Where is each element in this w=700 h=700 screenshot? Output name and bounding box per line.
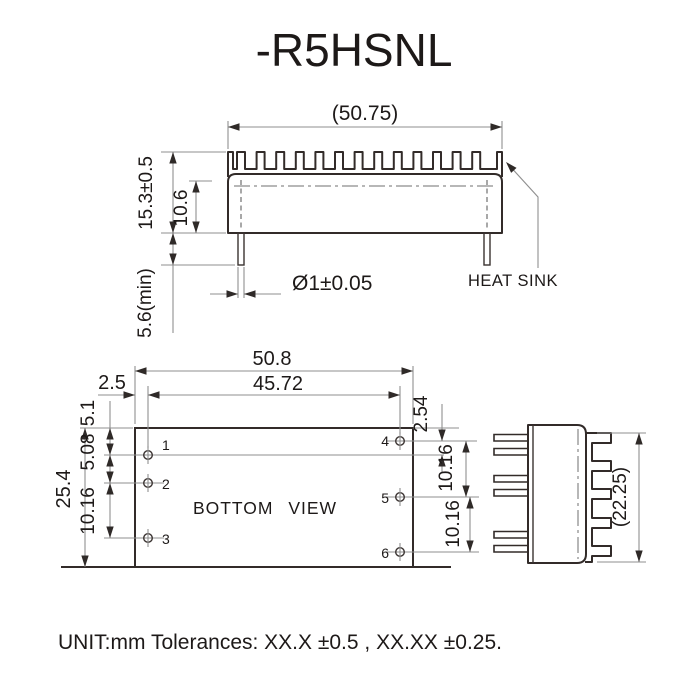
heat-sink-fins-profile	[227, 151, 503, 177]
side-pin-2	[493, 447, 529, 456]
top-view: (50.75) 15.3±0.5 10.6 5.6(min)	[135, 102, 558, 338]
dim-left-offset-text: 2.5	[98, 372, 126, 394]
pin4-number: 4	[381, 433, 389, 449]
dim-pin1-pin2: 5.08	[78, 434, 114, 483]
dim-pin-length: 5.6(min)	[135, 233, 235, 338]
bottom-view: BOTTOM VIEW 1 2 3	[53, 348, 479, 568]
dim-pin-diameter: Ø1±0.05	[210, 267, 372, 298]
units-tolerance-note: UNIT:mm Tolerances: XX.X ±0.5 , XX.XX ±0…	[58, 631, 502, 654]
pin-pads	[142, 432, 406, 561]
pin-left-profile	[237, 232, 245, 266]
heat-sink-callout: HEAT SINK	[468, 159, 558, 290]
side-pin-6	[493, 544, 529, 553]
pin2-number: 2	[162, 476, 170, 492]
dim-total-height: 15.3±0.5	[136, 151, 226, 234]
pin6-number: 6	[381, 545, 389, 561]
dim-body-height-text: 10.6	[171, 190, 192, 227]
dim-pin1-offset-text: 5.1	[78, 400, 99, 426]
side-view: (22.25)	[493, 424, 646, 564]
side-pin-3	[493, 474, 529, 483]
side-pin-5	[493, 530, 529, 539]
dim-pin5-pin6-text: 10.16	[443, 500, 464, 548]
dim-pin-span-text: 45.72	[253, 373, 303, 395]
bottom-view-label: BOTTOM VIEW	[193, 498, 337, 518]
side-heat-sink-fins	[585, 432, 612, 563]
side-body-outline	[527, 424, 587, 564]
dim-pin4-pin5-text: 10.16	[436, 444, 457, 492]
module-case-outline	[227, 173, 503, 234]
dim-total-height-text: 15.3±0.5	[136, 156, 157, 230]
dim-pin4-offset-text: 2.54	[411, 395, 432, 432]
dim-pin-span: 45.72	[148, 373, 400, 399]
pin5-number: 5	[381, 490, 389, 506]
dim-side-height-text: (22.25)	[610, 467, 631, 527]
dim-top-width: (50.75)	[227, 102, 503, 149]
dim-pin2-pin3-text: 10.16	[78, 487, 99, 535]
side-pin-1	[493, 433, 529, 442]
pin1-number: 1	[162, 437, 170, 453]
dim-bottom-height-text: 25.4	[53, 470, 75, 509]
dim-pin1-offset: 5.1	[78, 400, 114, 455]
dim-body-height: 10.6	[171, 180, 212, 233]
dim-pin-length-text: 5.6(min)	[135, 268, 156, 338]
pin3-number: 3	[162, 531, 170, 547]
side-pin-4	[493, 488, 529, 497]
dim-pin4-offset: 2.54	[411, 395, 446, 472]
dim-bottom-width-text: 50.8	[253, 348, 292, 370]
dim-side-height: (22.25)	[597, 432, 646, 563]
dim-bottom-width: 50.8	[135, 348, 413, 375]
dim-pin4-pin5: 10.16	[436, 441, 470, 497]
dim-pin1-pin2-text: 5.08	[78, 434, 99, 471]
pin-right-profile	[483, 232, 491, 266]
dim-pin5-pin6: 10.16	[443, 497, 474, 552]
dim-left-offset: 2.5	[98, 372, 135, 399]
dim-top-width-text: (50.75)	[332, 102, 399, 125]
dim-pin-diameter-text: Ø1±0.05	[292, 272, 372, 295]
dim-bottom-height: 25.4	[53, 428, 89, 567]
heat-sink-label: HEAT SINK	[468, 272, 558, 290]
dim-pin2-pin3: 10.16	[78, 483, 114, 538]
part-number-title: -R5HSNL	[256, 24, 453, 76]
